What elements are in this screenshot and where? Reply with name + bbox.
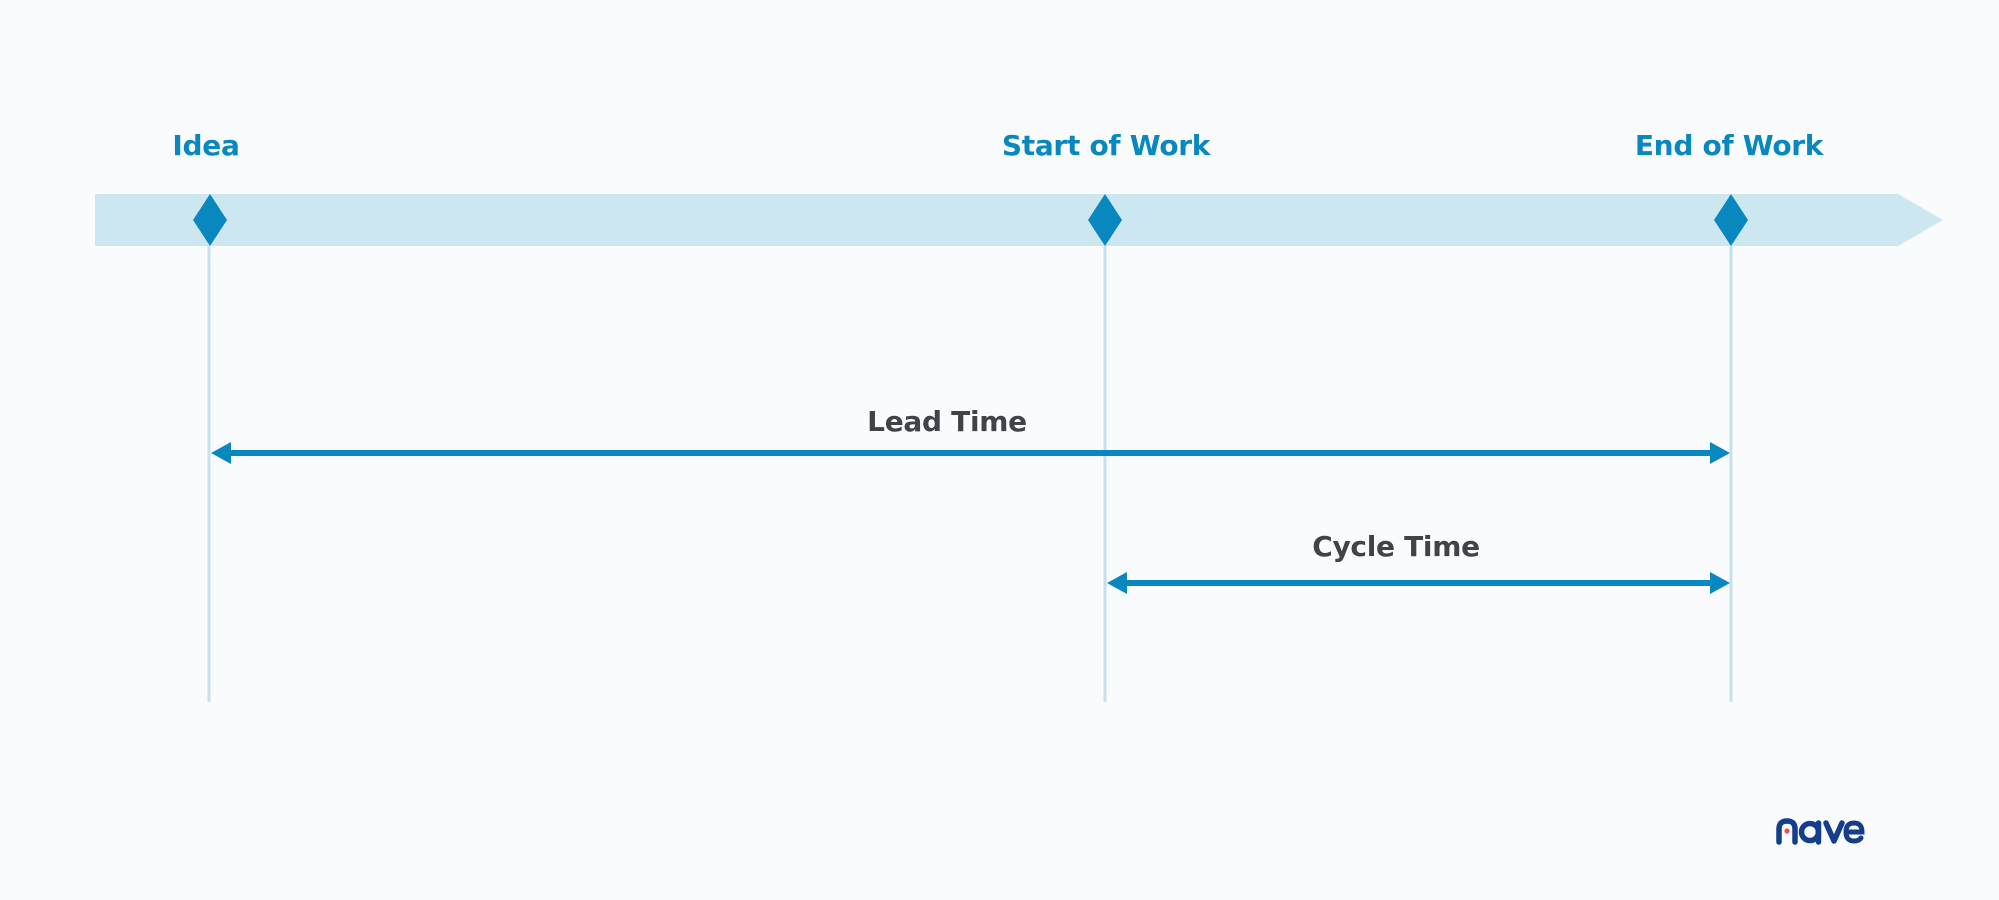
arrowhead-right	[1710, 442, 1730, 464]
timeline-band	[95, 194, 1943, 246]
arrowhead-left	[1107, 572, 1127, 594]
milestone-marker-start-of-work	[1088, 194, 1122, 246]
milestone-marker-idea	[193, 194, 227, 246]
milestone-label-start-of-work: Start of Work	[1001, 129, 1211, 162]
arrowhead-right	[1710, 572, 1730, 594]
lead-time-arrow	[211, 442, 1730, 464]
cycle-time-label: Cycle Time	[1312, 530, 1480, 563]
milestone-label-end-of-work: End of Work	[1634, 129, 1824, 162]
milestone-label-idea: Idea	[172, 129, 240, 162]
cycle-time-arrow	[1107, 572, 1730, 594]
arrowhead-left	[211, 442, 231, 464]
nave-logo	[1776, 818, 1865, 845]
lead-time-label: Lead Time	[867, 405, 1027, 438]
milestone-marker-end-of-work	[1714, 194, 1748, 246]
